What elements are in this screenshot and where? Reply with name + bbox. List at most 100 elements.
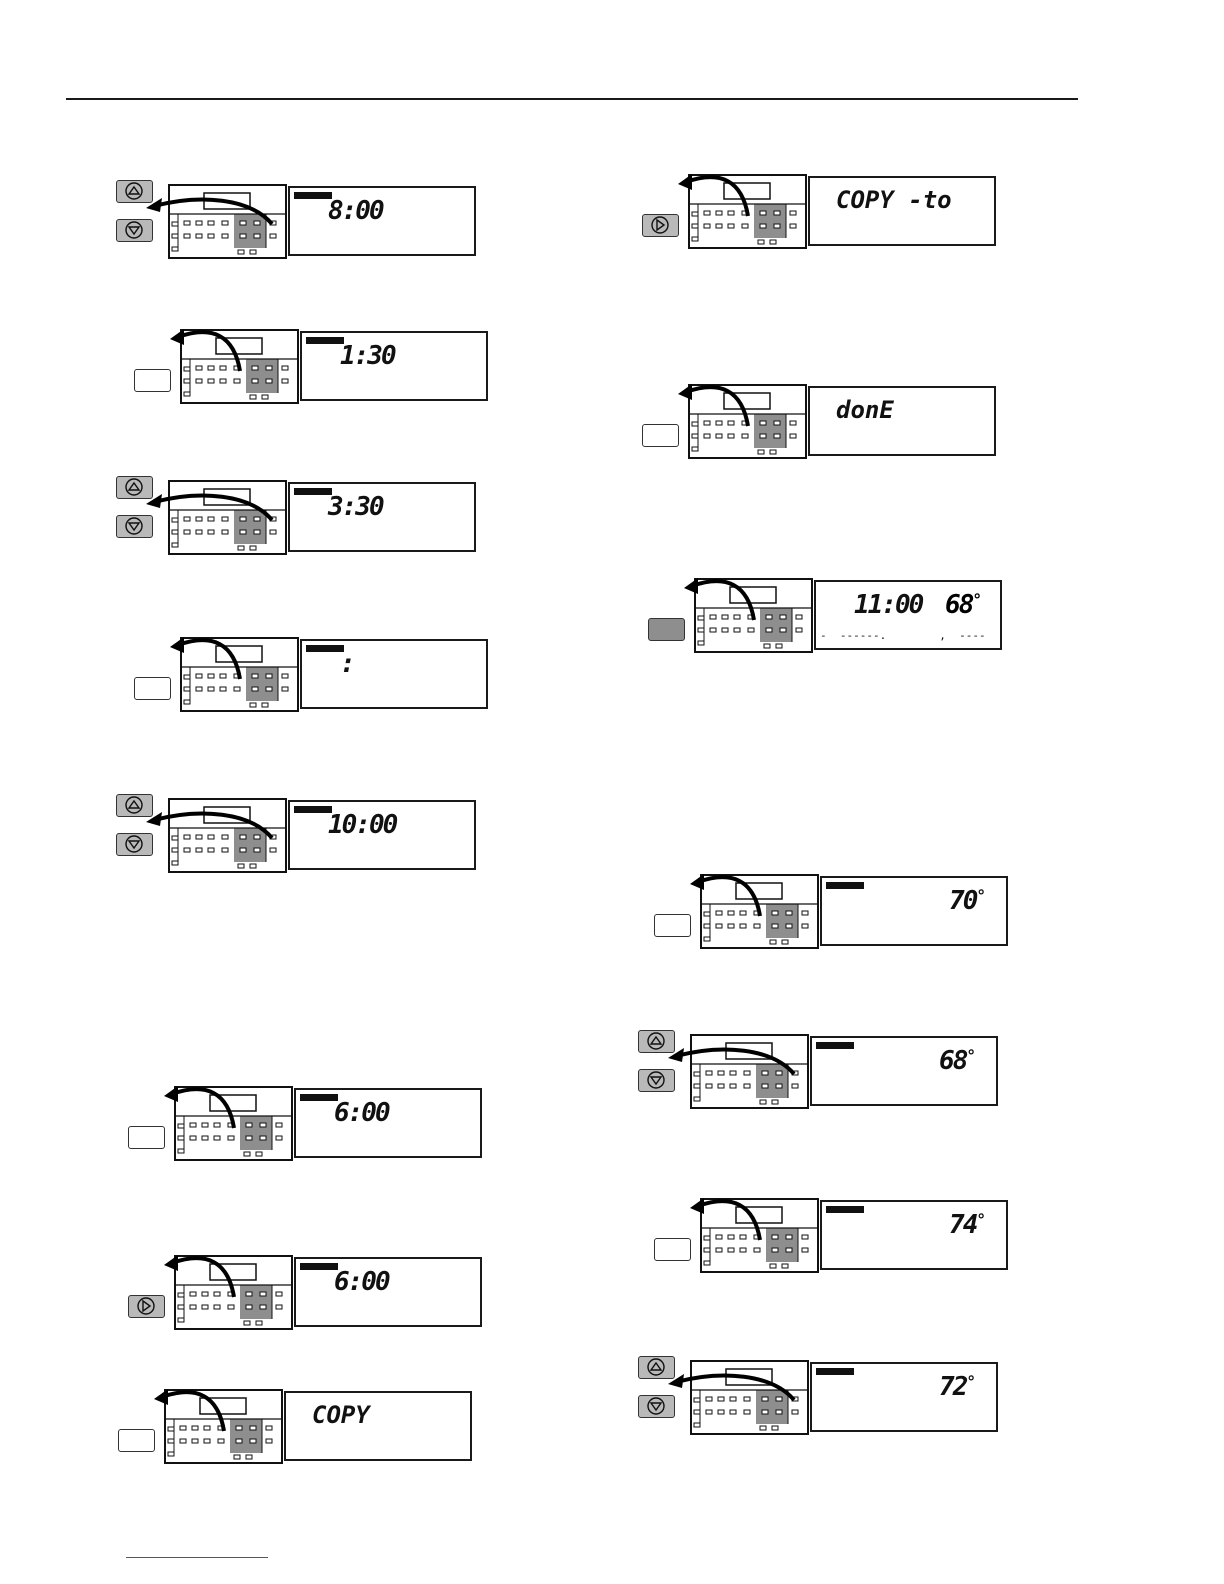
lcd-period-bar <box>294 192 332 199</box>
thermostat-body <box>690 1034 810 1110</box>
step-l4: : <box>122 633 542 729</box>
lcd-period-bar <box>300 1263 338 1270</box>
right-arrow-icon <box>643 215 677 235</box>
lcd-value: 1:30 <box>340 341 395 371</box>
step-l2: 1:30 <box>122 325 542 421</box>
lcd-value: donE <box>836 396 894 424</box>
thermostat-body <box>700 874 820 950</box>
run-button[interactable] <box>648 618 685 641</box>
up-arrow-icon <box>117 181 151 201</box>
up-button[interactable] <box>638 1356 675 1379</box>
lcd-readout: 6:00 <box>334 1098 389 1128</box>
thermostat-body <box>164 1389 284 1465</box>
thermostat-body <box>174 1086 294 1162</box>
step-r1: COPY -to <box>630 170 1050 266</box>
thermostat-body <box>168 184 288 260</box>
thermostat-body <box>694 578 814 654</box>
lcd-readout: 10:00 <box>328 810 396 840</box>
lcd-period-bar <box>816 1368 854 1375</box>
lcd-display: 6:00 <box>294 1088 482 1158</box>
thermostat-body <box>180 329 300 405</box>
step-r4: 70° <box>642 870 1062 966</box>
lcd-display: 10:00 <box>288 800 476 870</box>
lcd-readout: COPY -to <box>836 186 952 214</box>
down-button[interactable] <box>116 219 153 242</box>
down-arrow-icon <box>117 834 151 854</box>
lcd-readout: : <box>340 649 354 679</box>
lcd-value: 6:00 <box>334 1098 389 1128</box>
lcd-value: 8:00 <box>328 196 383 226</box>
blank-button[interactable] <box>654 914 691 937</box>
lcd-period-bar <box>306 337 344 344</box>
thermostat-body <box>700 1198 820 1274</box>
down-button[interactable] <box>638 1395 675 1418</box>
lcd-readout: 6:00 <box>334 1267 389 1297</box>
lcd-value: 72 <box>939 1372 966 1402</box>
lcd-period-bar <box>306 645 344 652</box>
degree-symbol: ° <box>976 1210 984 1229</box>
thermostat-body <box>690 1360 810 1436</box>
lcd-period-bar <box>826 1206 864 1213</box>
lcd-value: 10:00 <box>328 810 396 840</box>
blank-button[interactable] <box>642 424 679 447</box>
up-button[interactable] <box>116 180 153 203</box>
up-button[interactable] <box>116 476 153 499</box>
blank-button[interactable] <box>134 677 171 700</box>
lcd-period-bar <box>294 806 332 813</box>
blank-button[interactable] <box>134 369 171 392</box>
step-l3: 3:30 <box>110 476 530 572</box>
thermostat-body <box>180 637 300 713</box>
lcd-display: 1:30 <box>300 331 488 401</box>
lcd-readout: 72° <box>939 1372 974 1402</box>
up-arrow-icon <box>639 1357 673 1377</box>
lcd-display: 72° <box>810 1362 998 1432</box>
lcd-value: 74 <box>949 1210 976 1240</box>
step-l6: 6:00 <box>116 1082 536 1178</box>
down-arrow-icon <box>639 1070 673 1090</box>
right-button[interactable] <box>642 214 679 237</box>
lcd-display: : <box>300 639 488 709</box>
lcd-readout: 68° <box>939 1046 974 1076</box>
lcd-display: 70° <box>820 876 1008 946</box>
down-button[interactable] <box>638 1069 675 1092</box>
up-arrow-icon <box>117 795 151 815</box>
lcd-period-bar <box>816 1042 854 1049</box>
lcd-readout: 1:30 <box>340 341 395 371</box>
step-r2: donE <box>630 380 1050 476</box>
right-button[interactable] <box>128 1295 165 1318</box>
lcd-display: donE <box>808 386 996 456</box>
blank-button[interactable] <box>654 1238 691 1261</box>
step-l7: 6:00 <box>116 1251 536 1347</box>
degree-symbol: ° <box>966 1372 974 1391</box>
up-button[interactable] <box>116 794 153 817</box>
lcd-display: COPY <box>284 1391 472 1461</box>
thermostat-body <box>168 480 288 556</box>
step-r5: 68° <box>632 1030 1052 1126</box>
thermostat-body <box>174 1255 294 1331</box>
thermostat-body <box>688 384 808 460</box>
lcd-readout: 11:00 <box>854 590 922 620</box>
step-l1: 8:00 <box>110 180 530 276</box>
lcd-value: COPY -to <box>836 186 952 214</box>
degree-symbol: ° <box>966 1046 974 1065</box>
lcd-schedule-bar: - ------. , ---- <box>820 629 986 642</box>
degree-symbol: ° <box>972 590 980 609</box>
down-button[interactable] <box>116 515 153 538</box>
thermostat-body <box>168 798 288 874</box>
lcd-display: 6:00 <box>294 1257 482 1327</box>
up-arrow-icon <box>639 1031 673 1051</box>
lcd-readout: COPY <box>312 1401 370 1429</box>
lcd-value: 6:00 <box>334 1267 389 1297</box>
down-button[interactable] <box>116 833 153 856</box>
lcd-display: 8:00 <box>288 186 476 256</box>
thermostat-body <box>688 174 808 250</box>
step-l5: 10:00 <box>110 794 530 890</box>
blank-button[interactable] <box>118 1429 155 1452</box>
down-arrow-icon <box>117 516 151 536</box>
lcd-value: 68 <box>939 1046 966 1076</box>
up-button[interactable] <box>638 1030 675 1053</box>
lcd-value: 11:00 <box>854 590 922 620</box>
degree-symbol: ° <box>976 886 984 905</box>
blank-button[interactable] <box>128 1126 165 1149</box>
